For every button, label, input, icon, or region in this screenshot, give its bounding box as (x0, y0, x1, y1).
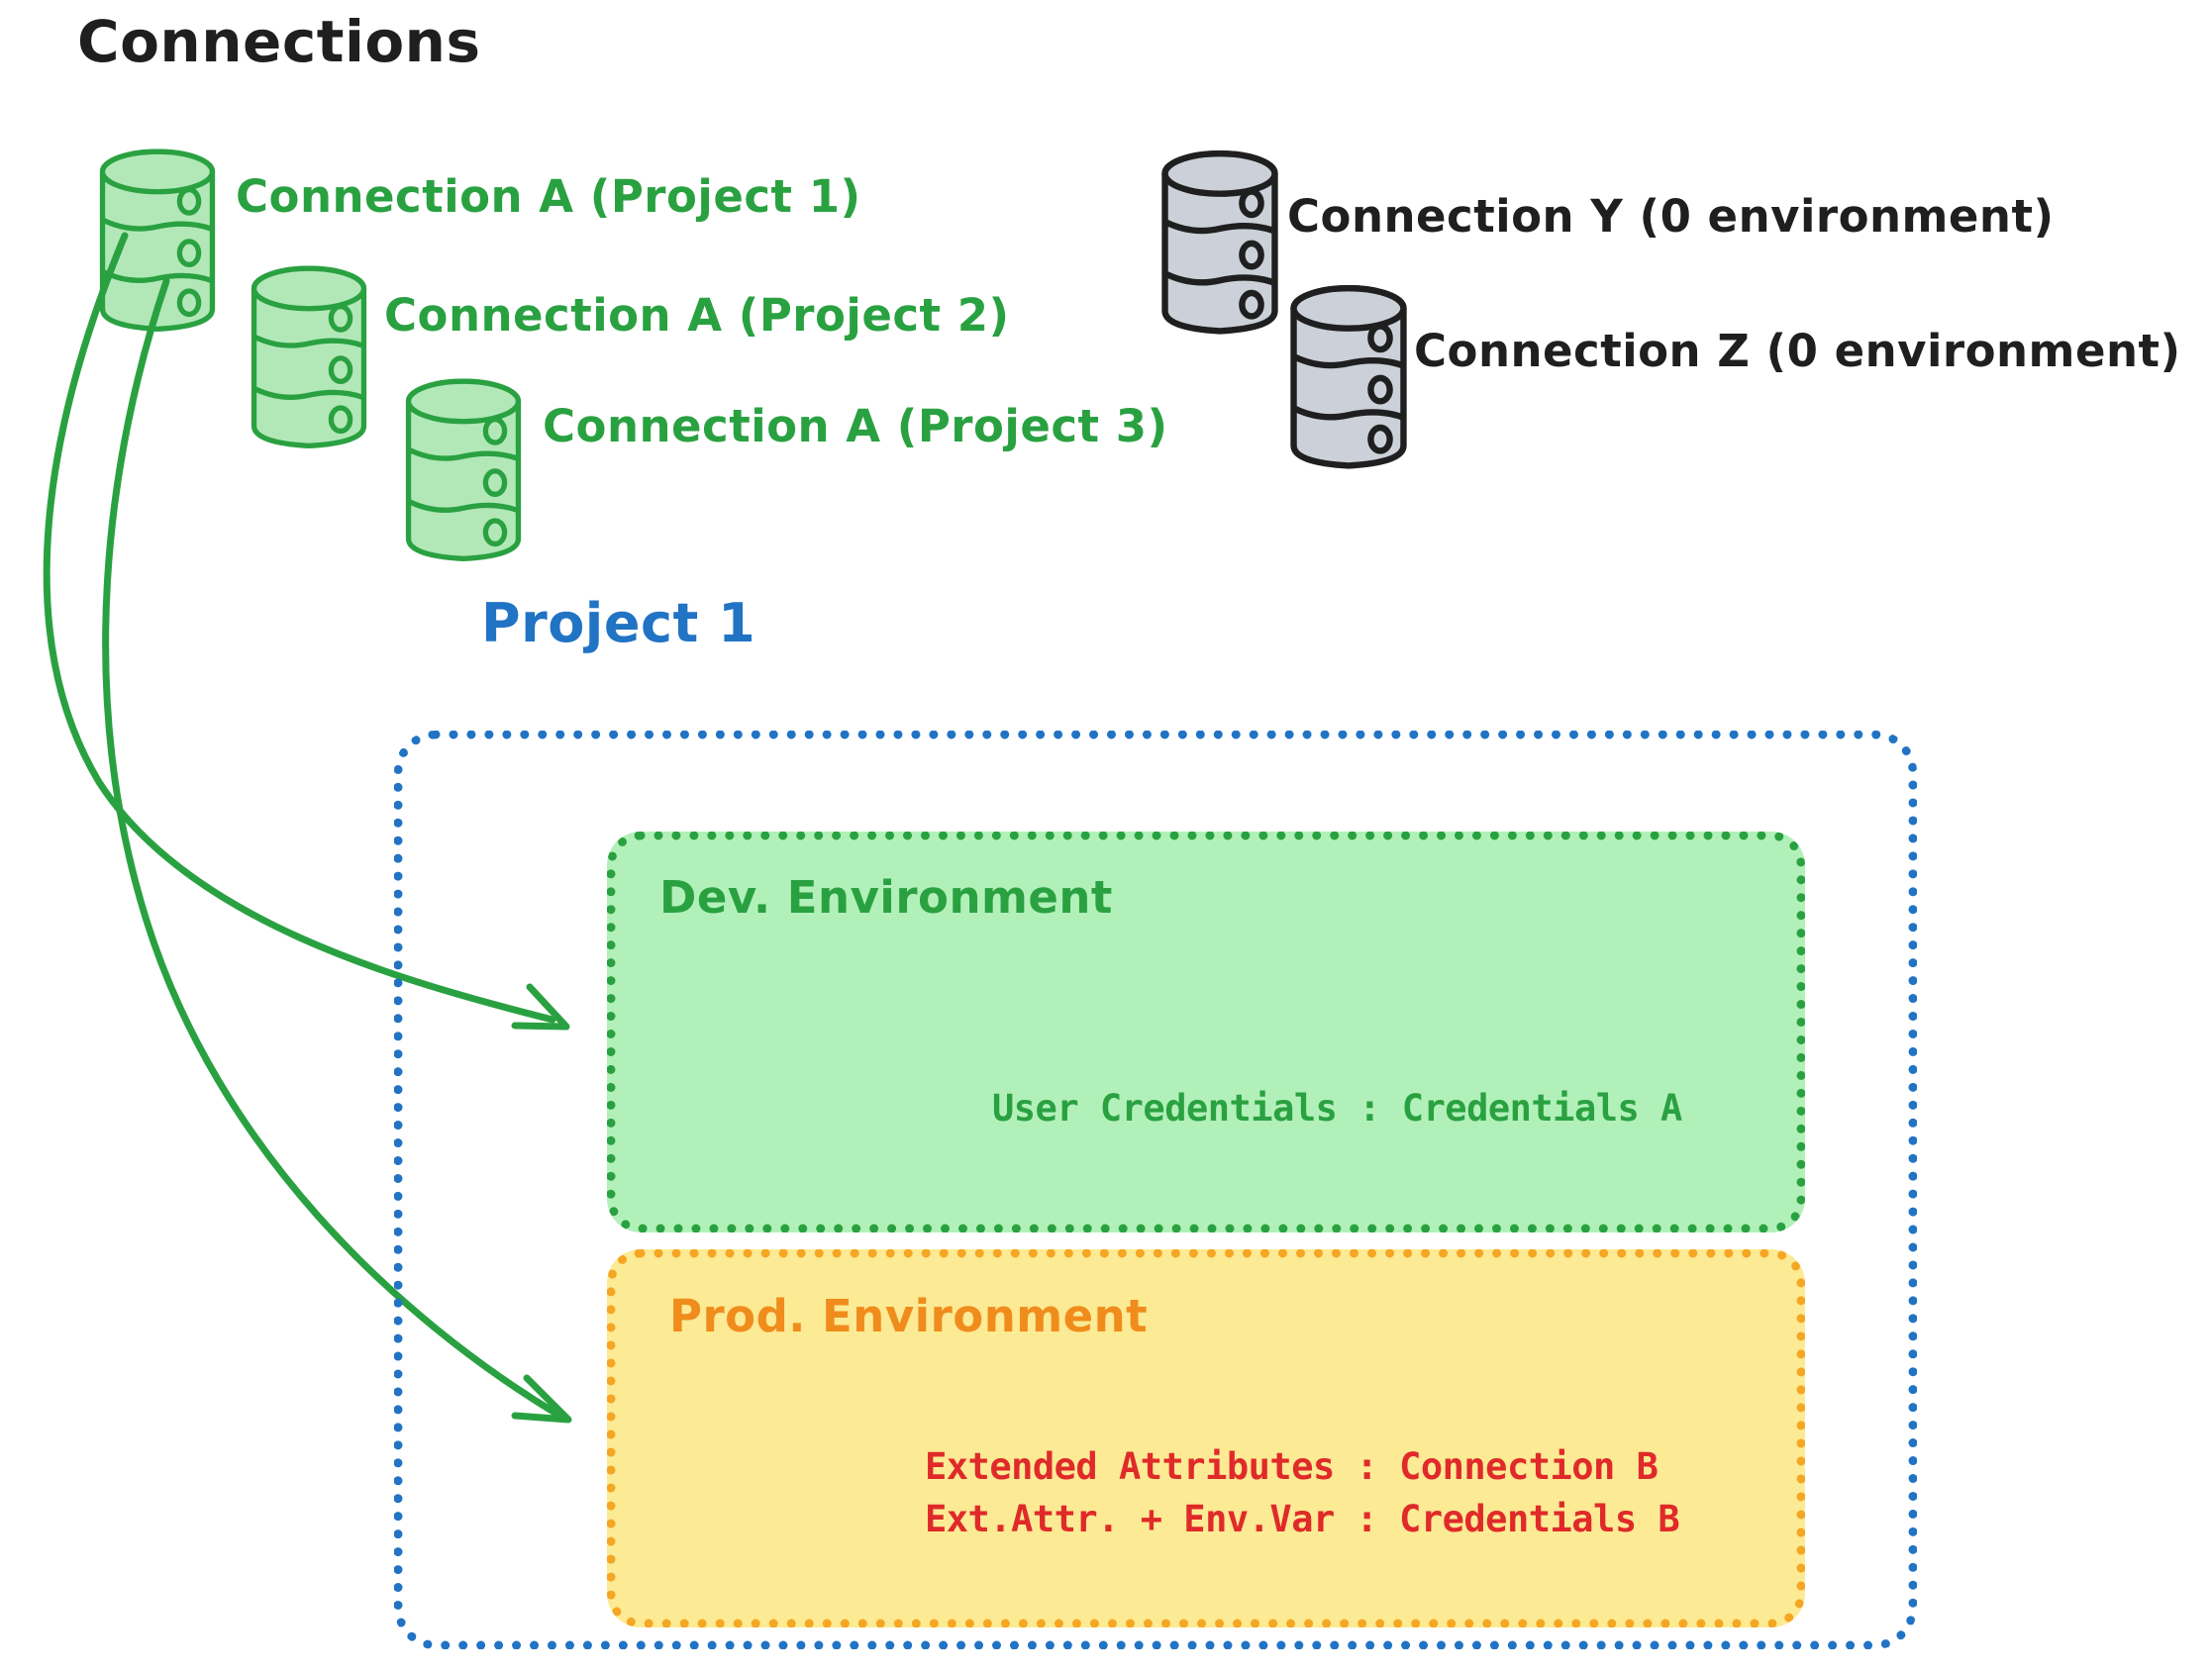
database-icon-connection-y[interactable] (1165, 153, 1275, 331)
prod-environment-title: Prod. Environment (669, 1290, 1149, 1342)
database-icon-connection-a-project-2[interactable] (254, 268, 364, 445)
connection-label-a-project-1: Connection A (Project 1) (236, 170, 861, 223)
prod-environment-row-extended-attributes: Extended Attributes : Connection B (925, 1445, 1659, 1488)
dev-environment-row-user-credentials: User Credentials : Credentials A (992, 1087, 1682, 1130)
arrow-connection-a-to-prod-environment (102, 277, 572, 1424)
project-title: Project 1 (481, 592, 756, 654)
dev-environment-box[interactable] (607, 832, 1805, 1232)
page-title: Connections (77, 8, 481, 75)
prod-environment-row-ext-attr-env-var: Ext.Attr. + Env.Var : Credentials B (925, 1498, 1680, 1540)
database-icon-connection-z[interactable] (1294, 288, 1404, 465)
connection-label-y: Connection Y (0 environment) (1287, 190, 2055, 243)
dev-environment-title: Dev. Environment (659, 871, 1113, 924)
connection-label-z: Connection Z (0 environment) (1414, 325, 2181, 377)
connection-label-a-project-2: Connection A (Project 2) (384, 289, 1010, 342)
arrow-connection-a-to-dev-environment (43, 232, 570, 1031)
prod-environment-box[interactable] (607, 1249, 1805, 1627)
database-icon-connection-a-project-3[interactable] (409, 381, 519, 558)
connection-label-a-project-3: Connection A (Project 3) (543, 400, 1168, 452)
project-1-container (394, 731, 1917, 1649)
